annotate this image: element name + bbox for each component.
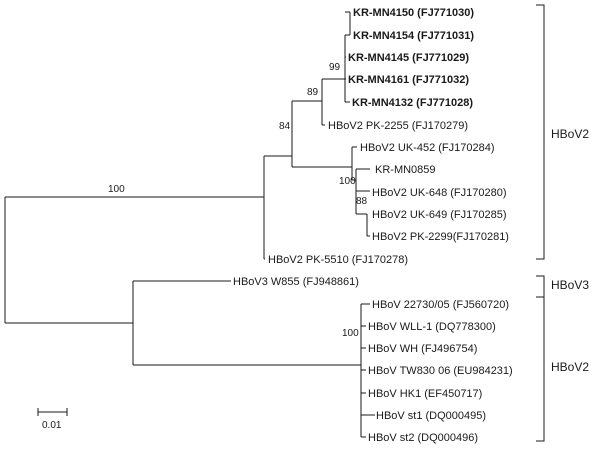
taxon-label: HBoV2 PK-2299(FJ170281) (372, 231, 509, 243)
taxon-label: KR-MN0859 (375, 164, 436, 176)
clade-label-hbov3: HBoV3 (551, 278, 589, 292)
clade-label-hbov2-lower: HBoV2 (551, 360, 589, 374)
taxon-label: KR-MN4161 (FJ771032) (348, 74, 469, 86)
clade-bracket-hbov2-lower (536, 296, 545, 442)
taxon-label: KR-MN4132 (FJ771028) (352, 97, 473, 109)
bootstrap-label: 89 (307, 87, 319, 98)
bootstrap-label: 100 (339, 176, 356, 187)
scale-bar-label: 0.01 (42, 420, 62, 431)
taxon-label: HBoV2 UK-452 (FJ170284) (360, 142, 495, 154)
taxon-label: HBoV3 W855 (FJ948861) (233, 276, 359, 288)
taxon-label: KR-MN4154 (FJ771031) (353, 30, 474, 42)
bootstrap-label: 84 (279, 121, 291, 132)
clade-bracket-hbov3 (536, 275, 545, 298)
bootstrap-label: 88 (356, 196, 368, 207)
clade-label-hbov2-upper: HBoV2 (551, 127, 589, 141)
bootstrap-values: 100 84 89 99 100 88 100 (108, 62, 368, 339)
taxon-label: HBoV st2 (DQ000496) (368, 432, 478, 444)
taxon-label: HBoV 22730/05 (FJ560720) (372, 299, 509, 311)
taxon-label: HBoV HK1 (EF450717) (368, 388, 482, 400)
taxon-label: KR-MN4150 (FJ771030) (353, 7, 474, 19)
taxon-label: KR-MN4145 (FJ771029) (348, 52, 469, 64)
taxon-label: HBoV2 PK-5510 (FJ170278) (268, 254, 408, 266)
taxon-label: HBoV2 PK-2255 (FJ170279) (328, 120, 468, 132)
taxon-label: HBoV TW830 06 (EU984231) (368, 365, 513, 377)
taxon-label: HBoV WLL-1 (DQ778300) (368, 321, 496, 333)
taxon-label: HBoV WH (FJ496754) (368, 343, 477, 355)
taxon-label: HBoV2 UK-649 (FJ170285) (372, 209, 507, 221)
taxon-labels: KR-MN4150 (FJ771030) KR-MN4154 (FJ771031… (233, 7, 513, 444)
tree-branches (4, 4, 545, 442)
bootstrap-label: 100 (342, 328, 359, 339)
clade-labels: HBoV2 HBoV3 HBoV2 (551, 127, 589, 374)
clade-bracket-hbov2-upper (536, 4, 545, 260)
taxon-label: HBoV2 UK-648 (FJ170280) (372, 187, 507, 199)
bootstrap-label: 100 (108, 184, 125, 195)
scale-bar: 0.01 (37, 408, 68, 431)
taxon-label: HBoV st1 (DQ000495) (376, 410, 486, 422)
bootstrap-label: 99 (329, 62, 341, 73)
